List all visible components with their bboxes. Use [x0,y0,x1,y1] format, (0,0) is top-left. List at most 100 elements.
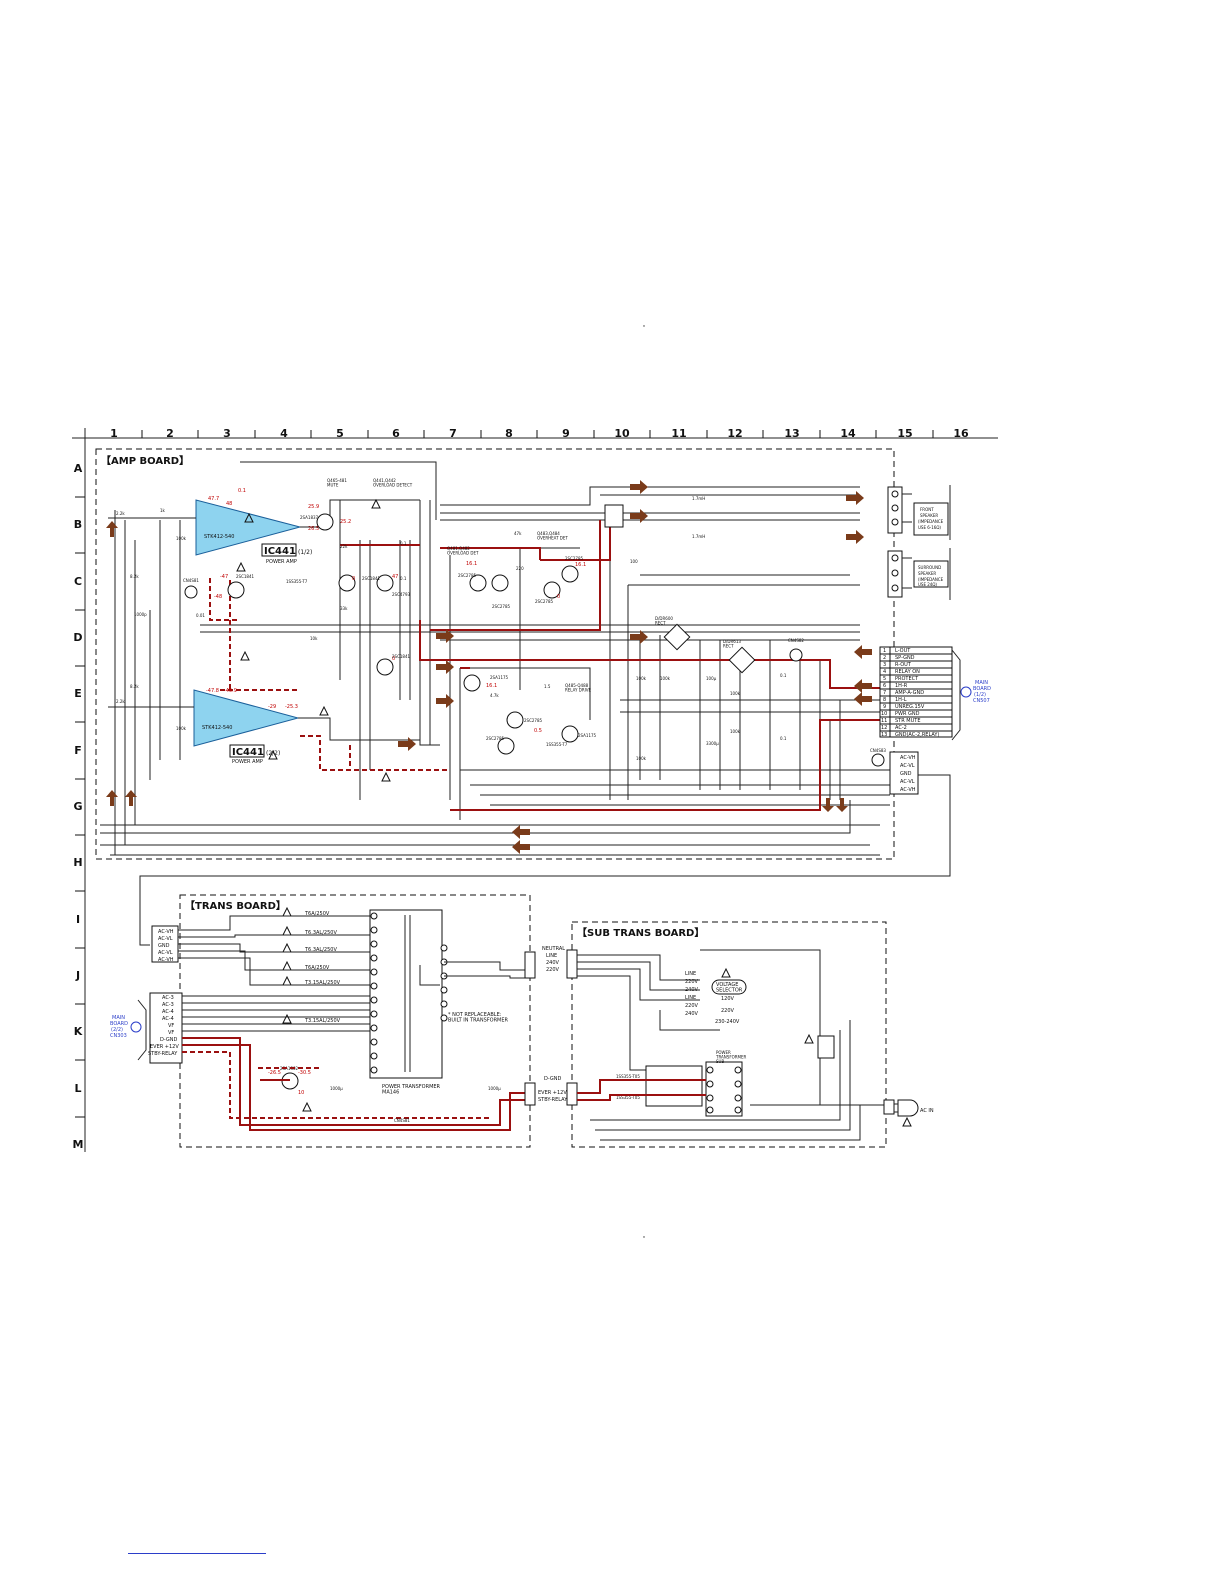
svg-text:1: 1 [883,648,886,654]
pin-label: 1H-R [895,683,908,689]
value: 8.2k [130,684,139,689]
pin-label: GND [158,943,170,949]
voltage-reading: 10 [298,1090,304,1096]
ic441-upper-part: STK412-540 [204,534,234,540]
input-label: STBY-RELAY [538,1097,568,1103]
col-label: 8 [505,427,513,440]
voltage-readings: 47.7 48 0.1 25.9 26.5 25.2 0 47 0 16.1 1… [206,488,586,1096]
value: 1000μ [488,1086,501,1091]
value: 33k [340,606,348,611]
selector-option: 240V [685,987,699,993]
pin-label: VF [168,1023,174,1029]
front-speaker-line3: (IMPEDANCE [918,519,944,524]
svg-text:9: 9 [883,704,886,710]
value: 100μ [706,676,717,681]
col-label: 1 [110,427,118,440]
svg-text:6: 6 [883,683,886,689]
pin-label: RELAY ON [895,669,920,675]
voltage-reading: 47.7 [208,496,219,502]
col-label: 7 [449,427,457,440]
input-label: 220V [546,967,560,973]
row-dividers [75,496,85,1118]
part-ref: 2SA1175 [578,733,597,738]
surround-speaker-line2: SPEAKER [918,571,936,576]
row-label: A [74,462,83,475]
fuses: T6A/250V T6.3AL/250V T6.3AL/250V T6A/250… [178,911,370,1032]
selector-option: 220V [685,1003,699,1009]
voltage-reading: 0 [392,656,395,662]
pin-label: STBY-RELAY [148,1051,178,1057]
rectifier-bridge-2 [728,646,756,674]
value: 100k [730,729,741,734]
selector-option: 220V [721,1008,735,1014]
ic441-upper-sub: (1/2) [298,549,312,556]
pin-label: L-OUT [895,648,911,654]
svg-text:5: 5 [883,676,886,682]
ic441-upper-label: IC441 [264,546,296,557]
fuse-label: T6.3AL/250V [304,930,337,936]
input-label: 240V [546,960,560,966]
row-label: F [74,744,82,757]
value: 100k [176,726,187,731]
component-values: 2.2k 2.2k 100k 100k 1k 8.2k 8.2k 22k 33k… [116,496,787,1091]
part-ref: 2SC2785 [535,599,554,604]
column-dividers [141,430,934,438]
connector-5p-right [889,751,919,795]
value: 0.1 [400,576,407,581]
sub-relay [817,1035,835,1059]
ref-line: MAIN [975,680,988,686]
connector-13p [879,646,953,738]
voltage-reading: 47 [392,574,398,580]
row-label: G [73,800,82,813]
voltage-reading: 0 [352,576,355,582]
value: 0.1 [400,541,407,546]
pin-label: AC-VH [158,929,174,935]
voltage-reading: 0 [557,594,560,600]
part-ref: 1SS355-T7 [546,742,568,747]
value: 1000p [134,612,147,617]
col-label: 2 [166,427,174,440]
diode-label: 1SS355-T05 [616,1074,640,1079]
ref-line: MAIN [112,1015,125,1021]
value: 0.1 [780,673,787,678]
selector-option: 220V [685,979,699,985]
pin-label: STR MUTE [895,718,920,724]
part-ref: 2SC2785 [492,604,511,609]
voltage-reading: -25.3 [285,704,298,710]
pin-label: UNREG.15V [895,704,925,710]
col-label: 5 [336,427,344,440]
row-labels: A B C D E F G H I J K L M [73,462,84,1151]
caution-icons [236,498,912,1127]
grid-frame [72,428,998,1152]
sub-trans-board-title: 【SUB TRANS BOARD】 [577,926,704,939]
part-ref: 1SS355-T7 [286,579,308,584]
cn-label: CN4S83 [870,748,886,753]
voltage-reading: -26.5 [268,1070,281,1076]
row-label: C [74,575,82,588]
col-label: 10 [614,427,630,440]
trans-board-title: 【TRANS BOARD】 [185,899,286,912]
part-ref: 2SC2785 [458,573,477,578]
value: 2.2k [116,511,125,516]
voltage-reading: 16.1 [575,562,586,568]
svg-text:10: 10 [881,711,887,717]
value: 0.01 [196,613,205,618]
col-label: 14 [840,427,856,440]
front-speaker-line4: USE 6-16Ω) [918,525,941,530]
front-speaker-line1: FRONT [920,507,934,512]
value: 1.7mH [692,496,705,501]
ac-in-label: AC IN [920,1108,934,1114]
ic441-lower-desc: POWER AMP [232,759,263,765]
row-label: J [75,969,80,982]
col-label: 3 [223,427,231,440]
ref-line: CN507 [973,698,990,704]
cn4s81-label: CN4S81 [394,1118,410,1123]
input-label: LINE [546,953,557,959]
value: 220 [516,566,524,571]
voltage-reading: -45.9 [224,688,237,694]
cn-label: CN4S82 [788,638,804,643]
